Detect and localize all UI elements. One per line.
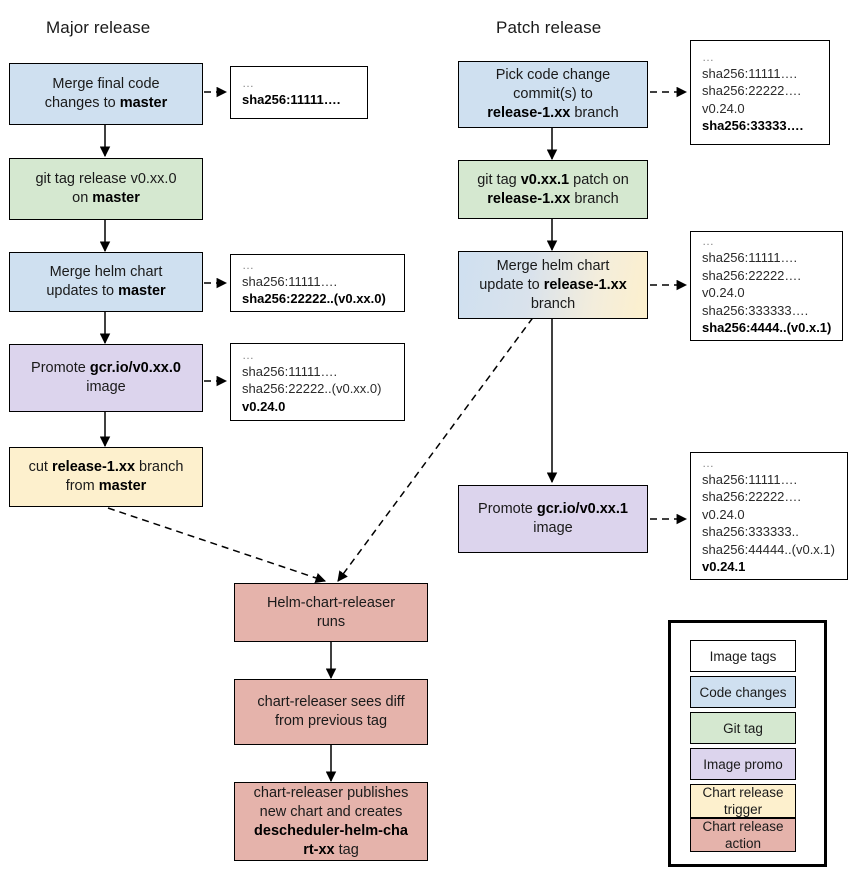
tagbox-after-pick-code-change: … sha256:11111…. sha256:22222…. v0.24.0 … xyxy=(690,40,830,145)
tagbox-line: sha256:11111…. xyxy=(242,363,338,379)
legend-label: Git tag xyxy=(723,720,763,736)
tagbox-line: v0.24.0 xyxy=(702,506,745,522)
legend-item-chart-release-action[interactable]: Chart release action xyxy=(690,818,796,852)
column-title-patch: Patch release xyxy=(496,18,602,37)
tagbox-ellipsis: … xyxy=(702,49,716,64)
tagbox-line: v0.24.0 xyxy=(702,285,745,301)
tagbox-line: sha256:333333.. xyxy=(702,524,799,539)
tagbox-ellipsis: … xyxy=(702,234,716,249)
tagbox-line: sha256:22222..(v0.xx.0) xyxy=(242,381,382,397)
tagbox-line: sha256:44444..(v0.x.1) xyxy=(702,541,835,557)
tagbox-line: sha256:4444..(v0.x.1) xyxy=(702,320,832,336)
tagbox-line: sha256:22222…. xyxy=(702,83,802,98)
legend-item-git-tag[interactable]: Git tag xyxy=(690,712,796,744)
tagbox-line: sha256:11111…. xyxy=(702,65,798,81)
tagbox-line: sha256:11111…. xyxy=(242,91,341,107)
tagbox-after-merge-helm-master: … sha256:11111…. sha256:22222..(v0.xx.0) xyxy=(230,254,405,312)
tagbox-line: v0.24.0 xyxy=(702,100,745,116)
tagbox-after-promote-major: … sha256:11111…. sha256:22222..(v0.xx.0)… xyxy=(230,343,405,421)
legend-item-image-promo[interactable]: Image promo xyxy=(690,748,796,780)
tagbox-line: sha256:22222…. xyxy=(702,489,802,504)
legend-label: Code changes xyxy=(699,684,787,700)
tagbox-ellipsis: … xyxy=(702,455,716,470)
legend-item-chart-release-trigger[interactable]: Chart release trigger xyxy=(690,784,796,818)
tagbox-line: v0.24.0 xyxy=(242,398,286,414)
legend-label: Image promo xyxy=(703,756,783,772)
tagbox-line: sha256:33333…. xyxy=(702,118,804,133)
tagbox-line: sha256:333333…. xyxy=(702,302,809,318)
legend-item-code-changes[interactable]: Code changes xyxy=(690,676,796,708)
edge-dash-cut-branch-to-releaser xyxy=(107,507,326,583)
tagbox-after-merge-helm-release: … sha256:11111…. sha256:22222…. v0.24.0 … xyxy=(690,231,843,341)
tagbox-after-merge-final-code: … sha256:11111…. xyxy=(230,66,368,119)
tagbox-after-promote-patch: … sha256:11111…. sha256:22222…. v0.24.0 … xyxy=(690,452,848,580)
legend-label: Chart release action xyxy=(702,819,784,851)
tagbox-line: v0.24.1 xyxy=(702,559,746,574)
tagbox-line: sha256:22222..(v0.xx.0) xyxy=(242,291,386,306)
legend-item-image-tags[interactable]: Image tags xyxy=(690,640,796,672)
tagbox-line: sha256:11111…. xyxy=(242,273,338,289)
legend-label: Chart release trigger xyxy=(702,785,784,817)
tagbox-line: sha256:22222…. xyxy=(702,267,802,283)
tagbox-ellipsis: … xyxy=(242,257,256,272)
tagbox-line: sha256:11111…. xyxy=(702,250,798,266)
legend-label: Image tags xyxy=(709,648,777,664)
tagbox-ellipsis: … xyxy=(242,347,256,362)
column-title-major: Major release xyxy=(46,18,151,37)
tagbox-ellipsis: … xyxy=(242,75,256,90)
tagbox-line: sha256:11111…. xyxy=(702,471,798,487)
